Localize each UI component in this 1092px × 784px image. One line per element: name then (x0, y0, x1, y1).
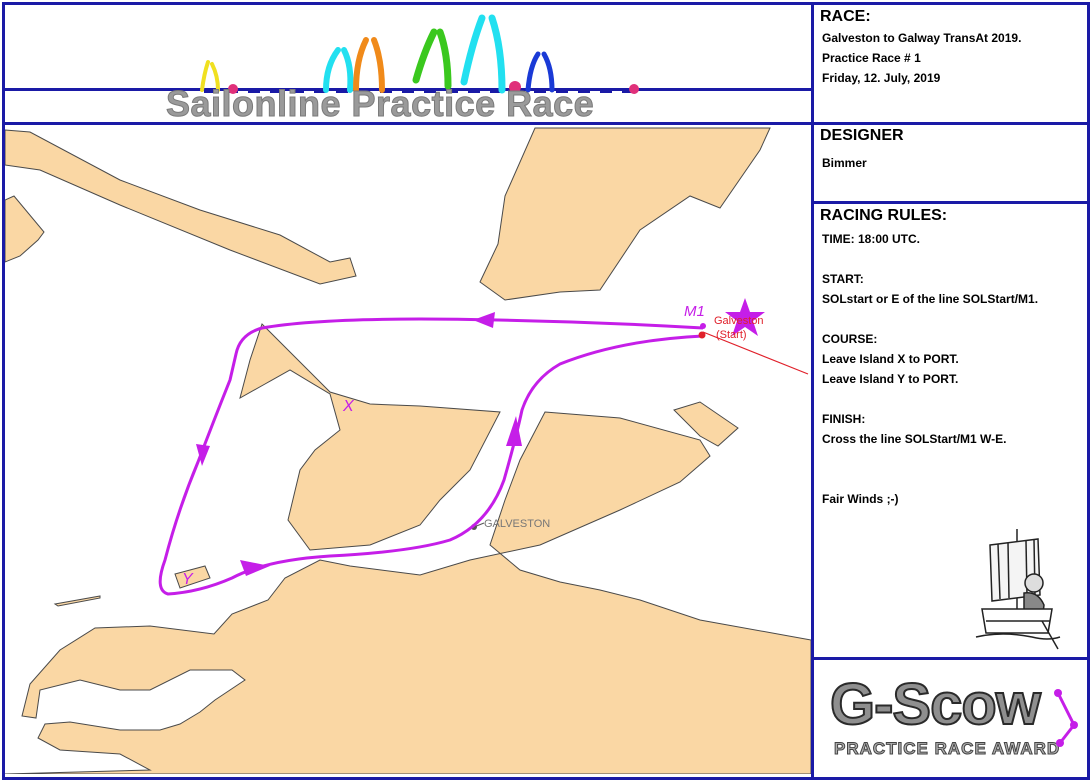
rules-time: TIME: 18:00 UTC. (822, 232, 921, 246)
designer-name: Bimmer (822, 156, 867, 170)
rules-finish-text: Cross the line SOLStart/M1 W-E. (822, 432, 1007, 446)
island-y (174, 565, 211, 589)
island-east (673, 401, 739, 447)
award-route-icon (1054, 689, 1078, 747)
blue-sail-icon (525, 51, 555, 93)
cyan-sail-icon (323, 47, 354, 93)
island-y-label: Y (182, 571, 194, 588)
start-marker-dot (698, 331, 706, 339)
buoy-icon (509, 81, 521, 93)
rules-start-heading: START: (822, 272, 864, 286)
rules-course-line-2: Leave Island Y to PORT. (822, 372, 959, 386)
rules-start-text: SOLstart or E of the line SOLStart/M1. (822, 292, 1039, 306)
divider-header (2, 122, 1090, 125)
land-northeast (479, 127, 771, 301)
route-arrow (506, 416, 522, 446)
route-arrow (473, 312, 495, 328)
race-route (158, 317, 704, 596)
land-west (5, 195, 45, 263)
race-line-2: Practice Race # 1 (822, 51, 921, 65)
rules-course-line-1: Leave Island X to PORT. (822, 352, 959, 366)
buoy-icon (228, 84, 238, 94)
map-canvas[interactable]: M1 Galveston (Start) X Y GALVESTON (5, 126, 811, 774)
divider-vertical (811, 2, 814, 780)
divider-designer (812, 201, 1090, 204)
award-title: G-Scow (829, 671, 1042, 738)
rules-sign-off: Fair Winds ;-) (822, 492, 899, 506)
designer-heading: DESIGNER (820, 127, 904, 144)
m1-star-icon (725, 298, 765, 336)
race-line-1: Galveston to Galway TransAt 2019. (822, 31, 1022, 45)
course-map[interactable]: M1 Galveston (Start) X Y GALVESTON (5, 126, 811, 774)
island-x (239, 323, 501, 551)
city-label: GALVESTON (484, 518, 550, 530)
banner (4, 4, 812, 124)
green-sail-icon (412, 28, 452, 90)
divider-award (812, 657, 1090, 660)
orange-sail-icon (353, 37, 385, 93)
banner-title: Sailonline Practice Race (165, 83, 595, 125)
land-south (5, 411, 811, 774)
rules-course-heading: COURSE: (822, 332, 878, 346)
race-heading: RACE: (820, 8, 871, 25)
land-sliver (53, 595, 101, 607)
buoy-icon (629, 84, 639, 94)
rules-finish-heading: FINISH: (822, 412, 866, 426)
scow-sailor-illustration-icon (975, 529, 1061, 650)
island-x-label: X (342, 398, 355, 415)
m1-mark-dot (700, 323, 706, 329)
start-line (702, 331, 809, 375)
start-sublabel: (Start) (716, 329, 747, 341)
cyan-large-sail-icon (460, 14, 506, 94)
m1-label: M1 (684, 303, 705, 320)
start-label: Galveston (714, 315, 764, 327)
divider-banner-mid (2, 88, 812, 91)
route-arrow (196, 444, 210, 466)
yellow-sail-icon (200, 60, 220, 92)
route-arrow (240, 560, 270, 576)
rules-heading: RACING RULES: (820, 207, 948, 224)
land-northwest (5, 129, 357, 285)
sail-logo-graphic (200, 14, 644, 94)
award-badge: G-Scow PRACTICE RACE AWARD (818, 663, 1086, 773)
race-line-3: Friday, 12. July, 2019 (822, 71, 941, 85)
award-subtitle: PRACTICE RACE AWARD (833, 739, 1061, 759)
